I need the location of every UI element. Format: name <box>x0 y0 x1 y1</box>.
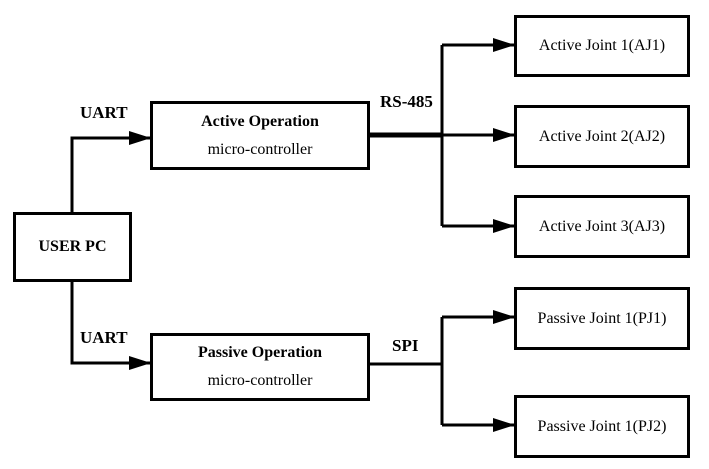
uart-top-label: UART <box>80 103 128 122</box>
passive-joint-1-label: Passive Joint 1(PJ1) <box>537 309 667 327</box>
active-mcu-subtitle: micro-controller <box>207 140 313 158</box>
active-joint-3-block: Active Joint 3(AJ3) <box>514 195 690 258</box>
passive-joint-1-block: Passive Joint 1(PJ1) <box>514 287 690 350</box>
active-mcu-block: Active Operation micro-controller <box>150 101 370 170</box>
spi-label: SPI <box>392 336 419 355</box>
active-joint-3-label: Active Joint 3(AJ3) <box>538 217 666 235</box>
uart-bottom-label: UART <box>80 328 128 347</box>
active-joint-1-block: Active Joint 1(AJ1) <box>514 15 690 77</box>
passive-joint-2-block: Passive Joint 1(PJ2) <box>514 395 690 458</box>
passive-mcu-subtitle: micro-controller <box>207 372 313 389</box>
active-joint-2-block: Active Joint 2(AJ2) <box>514 105 690 168</box>
active-joint-1-label: Active Joint 1(AJ1) <box>538 37 666 54</box>
rs485-label: RS-485 <box>380 92 433 111</box>
uart-top-connector <box>70 131 151 213</box>
user-pc-block: USER PC <box>13 212 132 282</box>
passive-mcu-title: Passive Operation <box>198 344 322 361</box>
uart-bottom-connector <box>70 280 151 370</box>
passive-joint-2-label: Passive Joint 1(PJ2) <box>537 417 667 435</box>
user-pc-label: USER PC <box>38 238 107 255</box>
active-mcu-title: Active Operation <box>201 112 319 130</box>
passive-mcu-block: Passive Operation micro-controller <box>150 333 370 401</box>
active-joint-2-label: Active Joint 2(AJ2) <box>538 127 666 145</box>
